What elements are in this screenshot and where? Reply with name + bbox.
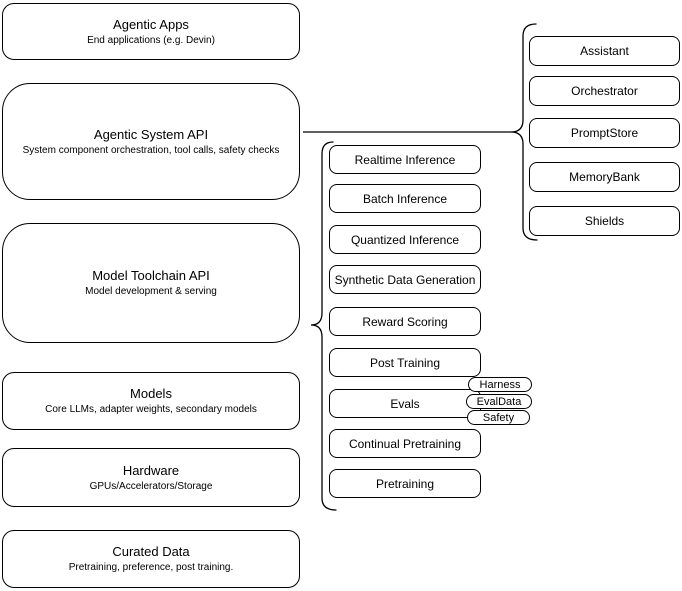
node-shields: Shields: [529, 206, 680, 236]
node-title: Curated Data: [112, 544, 190, 559]
pill-label: Safety: [482, 411, 515, 424]
node-hardware: Hardware GPUs/Accelerators/Storage: [2, 448, 300, 507]
node-label: Evals: [390, 396, 420, 411]
node-title: Agentic System API: [93, 126, 209, 142]
node-title: Hardware: [122, 462, 180, 478]
node-label: Orchestrator: [571, 84, 638, 98]
node-batch-inference: Batch Inference: [329, 184, 481, 213]
node-label: Pretraining: [375, 476, 435, 491]
node-models: Models Core LLMs, adapter weights, secon…: [2, 372, 300, 430]
pill-evaldata: EvalData: [466, 394, 532, 409]
node-continual-pretraining: Continual Pretraining: [329, 429, 481, 458]
node-label: Realtime Inference: [354, 152, 456, 167]
node-label: Assistant: [580, 44, 629, 58]
node-quantized-inference: Quantized Inference: [329, 225, 481, 254]
node-label: Continual Pretraining: [348, 436, 462, 451]
node-post-training: Post Training: [329, 348, 481, 377]
node-agentic-system-api: Agentic System API System component orch…: [2, 83, 300, 200]
node-subtitle: Pretraining, preference, post training.: [68, 562, 234, 573]
node-pretraining: Pretraining: [329, 469, 481, 498]
node-subtitle: End applications (e.g. Devin): [87, 34, 215, 46]
node-assistant: Assistant: [529, 36, 680, 66]
pill-safety: Safety: [467, 410, 530, 425]
pill-label: Harness: [479, 378, 521, 391]
node-memorybank: MemoryBank: [529, 162, 680, 192]
node-curated-data: Curated Data Pretraining, preference, po…: [2, 530, 300, 588]
node-subtitle: GPUs/Accelerators/Storage: [89, 480, 213, 492]
node-subtitle: System component orchestration, tool cal…: [22, 144, 280, 156]
node-title: Models: [130, 386, 172, 401]
node-reward-scoring: Reward Scoring: [329, 307, 481, 336]
node-title: Agentic Apps: [113, 16, 189, 32]
node-label: MemoryBank: [569, 170, 640, 184]
node-label: Reward Scoring: [362, 314, 448, 329]
node-model-toolchain-api: Model Toolchain API Model development & …: [2, 223, 300, 343]
node-label: Post Training: [369, 355, 441, 370]
node-subtitle: Core LLMs, adapter weights, secondary mo…: [45, 404, 257, 415]
node-synthetic-data-generation: Synthetic Data Generation: [329, 265, 481, 294]
node-label: Synthetic Data Generation: [334, 272, 476, 287]
node-label: Shields: [584, 214, 625, 228]
node-subtitle: Model development & serving: [85, 286, 217, 297]
node-label: Quantized Inference: [350, 232, 460, 247]
node-agentic-apps: Agentic Apps End applications (e.g. Devi…: [2, 3, 300, 60]
node-label: Batch Inference: [362, 191, 448, 206]
node-promptstore: PromptStore: [529, 118, 680, 148]
node-evals: Evals: [329, 389, 481, 418]
node-label: PromptStore: [570, 126, 639, 140]
node-realtime-inference: Realtime Inference: [329, 145, 481, 174]
pill-harness: Harness: [468, 377, 532, 392]
node-orchestrator: Orchestrator: [529, 76, 680, 106]
node-title: Model Toolchain API: [92, 268, 210, 283]
pill-label: EvalData: [476, 395, 522, 408]
